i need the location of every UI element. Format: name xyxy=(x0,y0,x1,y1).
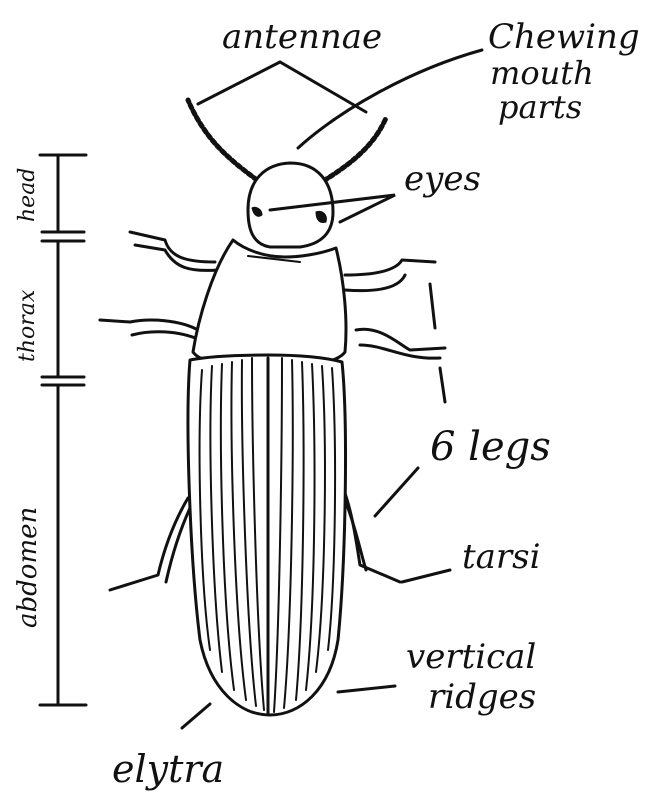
label-mouthparts-line1: Chewing xyxy=(488,17,640,57)
label-head: head xyxy=(15,168,40,222)
label-legs: 6 legs xyxy=(430,424,551,470)
label-mouthparts-line2: mouth xyxy=(490,54,594,92)
label-mouthparts-line3: parts xyxy=(498,88,582,126)
label-elytra: elytra xyxy=(112,747,224,791)
label-abdomen: abdomen xyxy=(13,507,43,628)
label-thorax: thorax xyxy=(15,289,40,362)
label-ridges-line2: ridges xyxy=(428,677,536,717)
label-ridges-line1: vertical xyxy=(406,637,536,677)
label-tarsi: tarsi xyxy=(462,537,541,577)
label-antennae: antennae xyxy=(222,17,382,57)
beetle xyxy=(100,100,445,715)
label-eyes: eyes xyxy=(404,159,481,199)
antenna-left xyxy=(188,100,257,180)
body-section-scale xyxy=(40,155,86,705)
